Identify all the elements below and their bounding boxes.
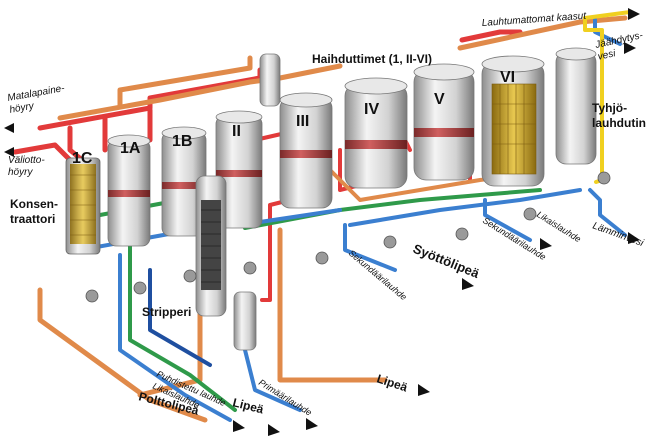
low-pressure-steam-line1: Matalapaine-: [7, 83, 67, 104]
diagram-title: Haihduttimet (1, II-VI): [312, 52, 432, 66]
concentrator-label: Konsen- traattori: [10, 197, 61, 226]
low-pressure-steam-line2: höyry: [9, 101, 36, 116]
arrow-right-icon: [624, 42, 636, 54]
warm-water-label: Lämminvesi: [591, 220, 646, 249]
extraction-steam-line2: höyry: [8, 167, 33, 178]
red-top-line: [459, 29, 523, 43]
pump-icon: [523, 207, 537, 221]
surface-condenser: [555, 47, 597, 165]
arrow-right-icon: [462, 278, 474, 290]
pump-icon: [597, 171, 611, 185]
surface-condenser-label-line2: lauhdutin: [592, 116, 646, 130]
blue-warm-water: [588, 188, 627, 237]
unit-label-vi: VI: [500, 69, 515, 86]
surface-condenser-label-line1: Tyhjö-: [592, 101, 627, 115]
primary-condensate-label: Primäärilauhde: [257, 377, 314, 418]
concentrator-label-line1: Konsen-: [10, 197, 58, 211]
extraction-steam-label: Väliotto- höyry: [8, 155, 47, 178]
stripper-label: Stripperi: [142, 305, 191, 319]
liquor-vertical-1: [137, 297, 203, 398]
concentrator-1c: [65, 157, 101, 255]
low-pressure-steam-label: Matalapaine- höyry: [7, 83, 71, 116]
liquor-label-right: Lipeä: [375, 372, 409, 395]
arrow-right-icon: [540, 238, 552, 250]
pump-icon: [243, 261, 257, 275]
blue-secondary-2: [483, 198, 532, 242]
pumps: [85, 171, 611, 303]
pump-icon: [133, 281, 147, 295]
pump-icon: [383, 235, 397, 249]
liquor-mid-line: [277, 227, 388, 383]
liquor-top-header-2: [117, 55, 253, 108]
tank-ii: [215, 110, 263, 229]
arrow-right-icon: [233, 420, 245, 432]
tank-vi-lamella: [481, 55, 545, 187]
concentrator-label-line2: traattori: [10, 212, 55, 226]
unit-label-iii: III: [296, 113, 309, 130]
steam-vapour-line: [12, 142, 73, 163]
unit-label-iv: IV: [364, 101, 379, 118]
feed-liquor-label: Syöttölipeä: [411, 241, 482, 281]
liquor-bottom-line: [37, 287, 208, 423]
liquor-top-header: [57, 63, 343, 121]
stripper-column: [195, 175, 227, 317]
pump-icon: [315, 251, 329, 265]
tank-1a: [107, 134, 151, 247]
arrow-right-icon: [306, 418, 318, 430]
gas-line-top: [583, 10, 632, 20]
secondary-condensate-label-left: Sekundäärilauhde: [347, 248, 409, 302]
blue-down-1: [118, 253, 232, 422]
cooling-water-line2: vesi: [597, 48, 617, 63]
tank-iv: [344, 77, 408, 189]
stripper-condenser: [233, 291, 257, 351]
pump-icon: [183, 269, 197, 283]
tank-1b: [161, 126, 207, 237]
dark-blue-line: [148, 268, 212, 367]
top-vessel: [259, 53, 281, 107]
arrow-right-icon: [628, 8, 640, 20]
unit-label-1a: 1A: [120, 140, 141, 157]
foul-condensate-label: Likaislauhde: [535, 209, 583, 244]
extraction-steam-line1: Väliotto-: [8, 155, 45, 166]
tank-v: [413, 63, 475, 181]
liquor-right-header: [457, 15, 628, 51]
steam-drop-1c: [67, 125, 85, 163]
tank-iii: [279, 92, 333, 209]
arrowheads: [4, 8, 640, 436]
arrow-right-icon: [268, 424, 280, 436]
pump-icon: [455, 227, 469, 241]
arrow-left-icon: [4, 123, 14, 133]
arrow-right-icon: [418, 384, 430, 396]
unit-label-ii: II: [232, 123, 241, 140]
green-down-1: [128, 228, 237, 412]
pump-icon: [85, 289, 99, 303]
blue-secondary-1: [343, 223, 397, 272]
arrow-left-icon: [4, 147, 14, 157]
liquor-label-bottom: Lipeä: [231, 395, 265, 416]
unit-label-1c: 1C: [72, 150, 93, 167]
arrow-right-icon: [628, 232, 640, 244]
surface-condenser-label: Tyhjö- lauhdutin: [592, 101, 646, 130]
secondary-condensate-label-right: Sekundäärilauhde: [481, 215, 548, 262]
unit-label-1b: 1B: [172, 133, 192, 150]
blue-condensate-2: [348, 188, 582, 227]
unit-label-v: V: [434, 91, 445, 108]
